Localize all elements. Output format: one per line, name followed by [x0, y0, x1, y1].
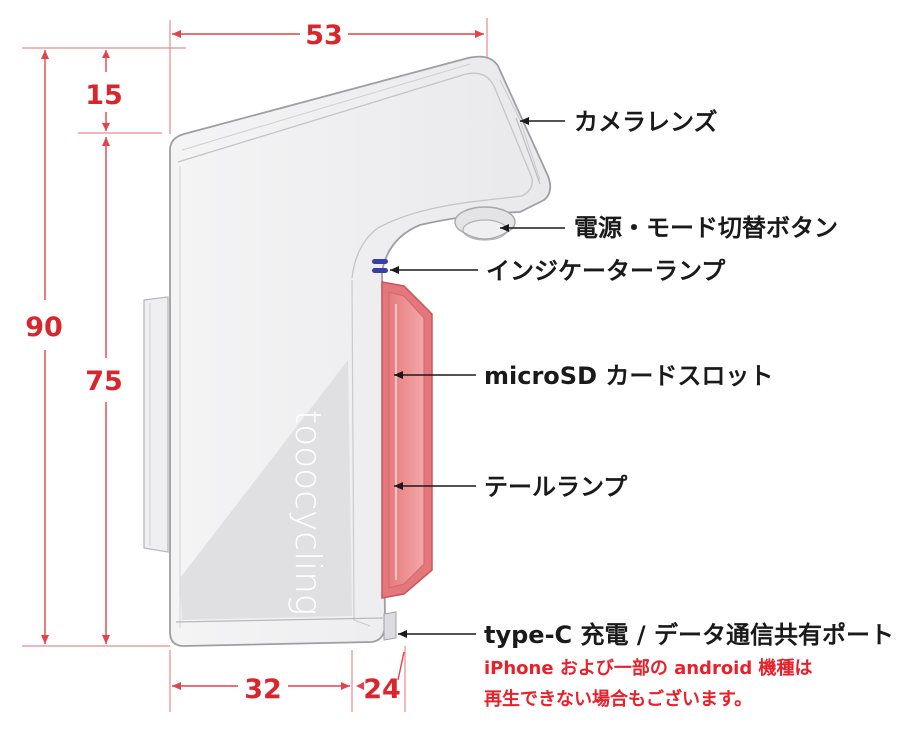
power-mode-button: [454, 206, 516, 241]
dim-width-bottom-right: 24: [363, 674, 401, 705]
dim-height-head: 15: [85, 80, 123, 111]
callout-usb-port: type-C 充電 / データ通信共有ポート: [484, 621, 894, 649]
indicator-lamps: [372, 259, 388, 273]
brand-logo: tooocycling: [287, 410, 328, 616]
callout-leaders: [390, 117, 565, 638]
dimension-lines: [22, 18, 488, 712]
dim-height-total: 90: [25, 312, 63, 343]
dim-height-body: 75: [85, 366, 123, 397]
dim-width-bottom-left: 32: [244, 674, 282, 705]
note-line-1: iPhone および一部の android 機種は: [484, 657, 813, 679]
usb-port: [383, 611, 397, 641]
dim-width-top: 53: [305, 20, 343, 51]
device-base: [175, 617, 384, 623]
callout-camera-lens: カメラレンズ: [574, 108, 718, 136]
callout-tail-lamp: テールランプ: [484, 473, 628, 501]
note-line-2: 再生できない場合もございます。: [484, 688, 752, 710]
tail-lamp: [381, 281, 433, 599]
callout-power-mode-button: 電源・モード切替ボタン: [574, 214, 838, 242]
body-shading: [180, 360, 352, 620]
side-button-bump: [143, 296, 169, 553]
callout-microsd-slot: microSD カードスロット: [484, 362, 773, 390]
callout-indicator-lamp: インジケーターランプ: [486, 257, 726, 285]
head-bevel: [177, 72, 533, 279]
device-body: tooocycling: [143, 55, 552, 647]
